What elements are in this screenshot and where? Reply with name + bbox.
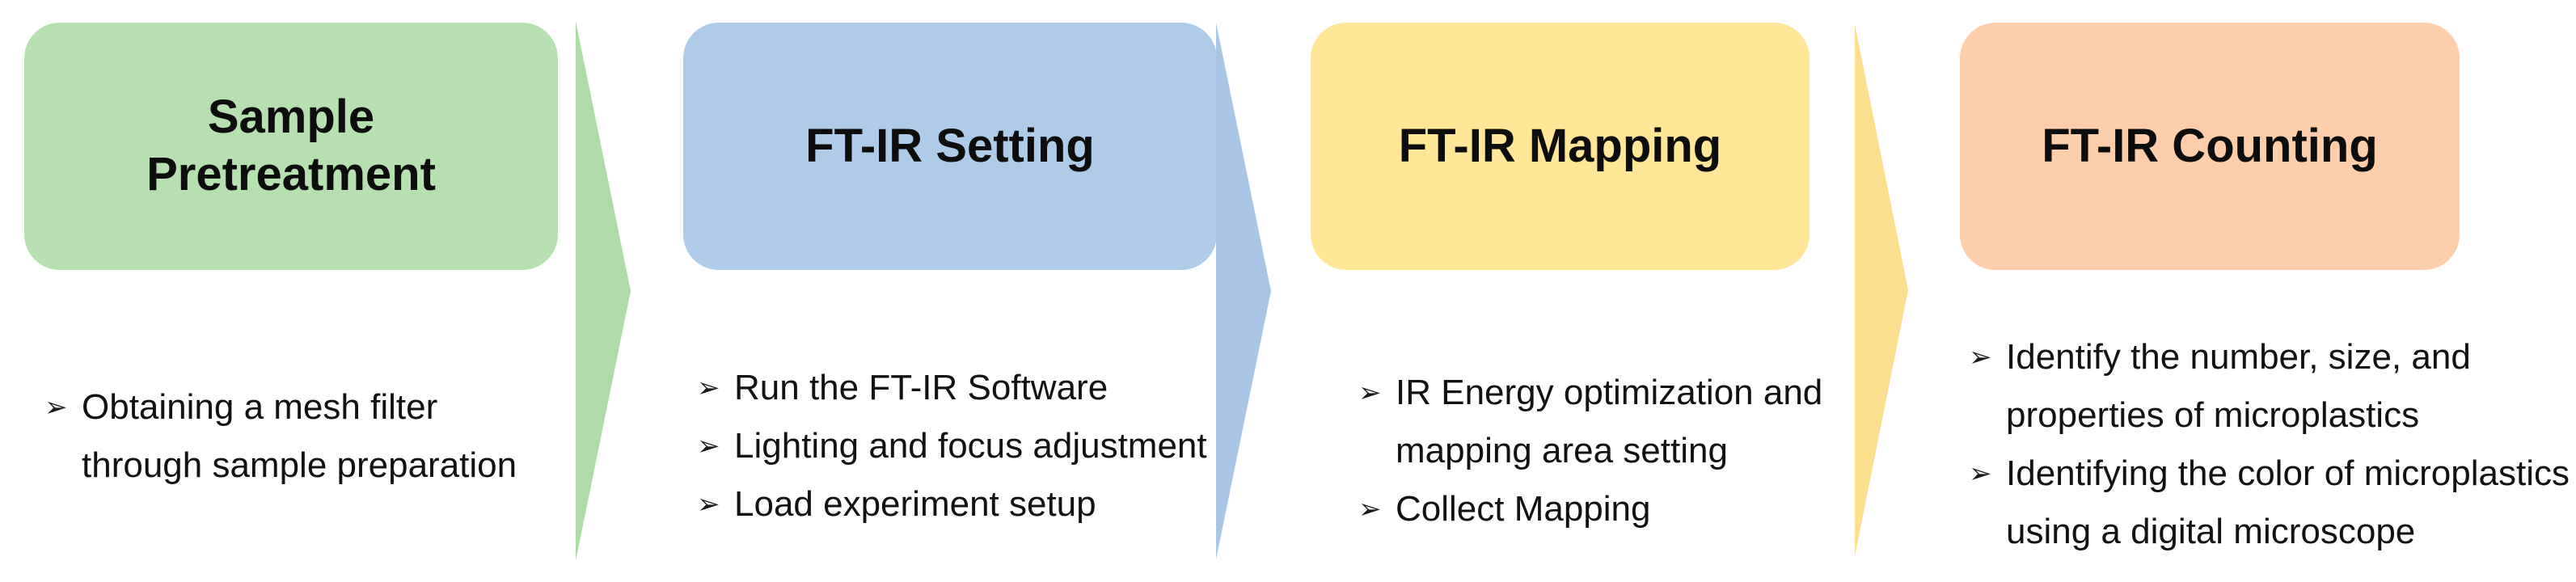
stage-box-ftir-setting: FT-IR Setting (683, 23, 1217, 270)
stage-ftir-mapping: FT-IR Mapping ➢ IR Energy optimization a… (1311, 0, 1869, 582)
bullet-text: Identify the number, size, and propertie… (2006, 337, 2471, 435)
flow-arrow-right-icon (576, 21, 631, 561)
stage-title: FT-IR Setting (805, 119, 1095, 172)
bullet-item: ➢ IR Energy optimization and mapping are… (1358, 364, 1860, 480)
arrowhead-bullet-icon: ➢ (697, 373, 720, 403)
arrowhead-bullet-icon: ➢ (1358, 494, 1382, 525)
bullet-text: Collect Mapping (1396, 489, 1651, 529)
bullet-text: Obtaining a mesh filter through sample p… (82, 387, 517, 485)
bullet-text: Lighting and focus adjustment (734, 426, 1207, 466)
arrowhead-bullet-icon: ➢ (697, 431, 720, 462)
arrowhead-bullet-icon: ➢ (697, 489, 720, 520)
stage-bullets: ➢ Obtaining a mesh filter through sample… (44, 378, 538, 495)
flow-arrow-right-icon (1216, 23, 1271, 559)
bullet-item: ➢ Obtaining a mesh filter through sample… (44, 378, 538, 495)
stage-bullets: ➢ Identify the number, size, and propert… (1969, 328, 2574, 561)
bullet-text: Identifying the color of microplastics u… (2006, 453, 2570, 551)
bullet-item: ➢ Lighting and focus adjustment (697, 417, 1227, 475)
arrowhead-bullet-icon: ➢ (1969, 458, 1992, 489)
bullet-text: IR Energy optimization and mapping area … (1396, 373, 1823, 470)
bullet-item: ➢ Run the FT-IR Software (697, 359, 1227, 417)
stage-sample-pretreatment: Sample Pretreatment ➢ Obtaining a mesh f… (24, 0, 582, 582)
bullet-text: Run the FT-IR Software (734, 368, 1109, 407)
arrowhead-bullet-icon: ➢ (1358, 377, 1382, 408)
stage-box-sample-pretreatment: Sample Pretreatment (24, 23, 558, 270)
stage-box-ftir-mapping: FT-IR Mapping (1311, 23, 1810, 270)
stage-title: FT-IR Mapping (1398, 119, 1722, 172)
bullet-item: ➢ Identify the number, size, and propert… (1969, 328, 2574, 445)
bullet-item: ➢ Identifying the color of microplastics… (1969, 445, 2574, 561)
flow-arrow-right-icon (1855, 24, 1908, 556)
stage-bullets: ➢ Run the FT-IR Software ➢ Lighting and … (697, 359, 1227, 534)
stage-box-ftir-counting: FT-IR Counting (1960, 23, 2460, 270)
arrowhead-bullet-icon: ➢ (44, 392, 68, 423)
stage-title: FT-IR Counting (2042, 119, 2378, 172)
bullet-item: ➢ Load experiment setup (697, 475, 1227, 534)
stage-bullets: ➢ IR Energy optimization and mapping are… (1358, 364, 1860, 538)
stage-ftir-counting: FT-IR Counting ➢ Identify the number, si… (1960, 0, 2576, 582)
bullet-text: Load experiment setup (734, 484, 1096, 524)
arrowhead-bullet-icon: ➢ (1969, 342, 1992, 373)
stage-title: Sample Pretreatment (146, 91, 436, 200)
stage-ftir-setting: FT-IR Setting ➢ Run the FT-IR Software ➢… (683, 0, 1241, 582)
bullet-item: ➢ Collect Mapping (1358, 480, 1860, 538)
